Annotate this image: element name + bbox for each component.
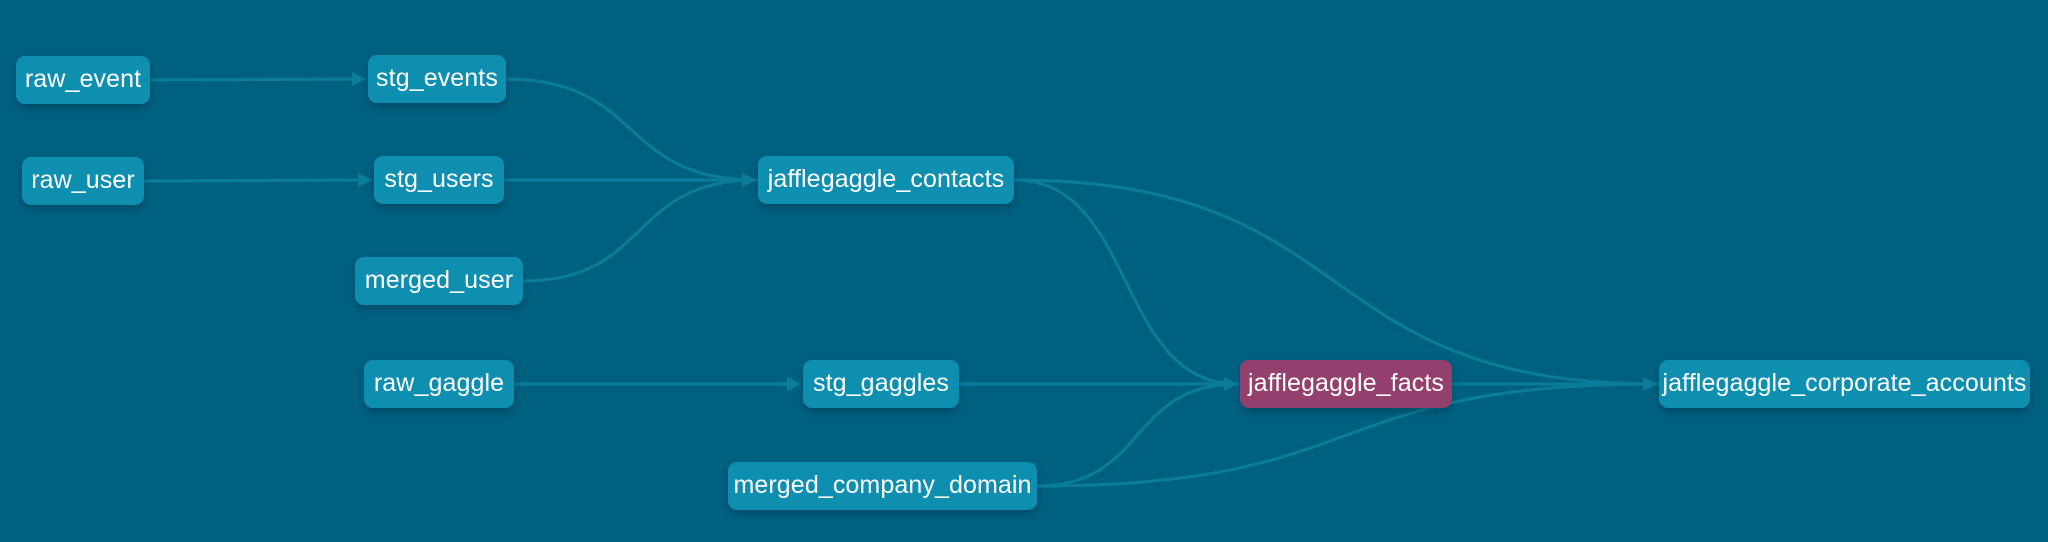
graph-edge-merged_company_domain-to-jafflegaggle_facts xyxy=(1035,382,1240,488)
graph-node-label: merged_company_domain xyxy=(733,470,1032,499)
graph-node-jafflegaggle_facts[interactable]: jafflegaggle_facts xyxy=(1240,360,1452,408)
graph-edge-arrowhead xyxy=(352,72,366,86)
graph-node-merged_company_domain[interactable]: merged_company_domain xyxy=(728,462,1037,510)
graph-node-jafflegaggle_corporate_accounts[interactable]: jafflegaggle_corporate_accounts xyxy=(1659,360,2030,408)
graph-node-raw_user[interactable]: raw_user xyxy=(22,157,144,205)
graph-edge-jafflegaggle_contacts-to-jafflegaggle_facts xyxy=(1012,178,1240,386)
graph-node-label: stg_events xyxy=(376,63,498,92)
graph-edge-jafflegaggle_contacts-to-jafflegaggle_corporate_accounts xyxy=(1012,178,1659,386)
graph-node-label: jafflegaggle_contacts xyxy=(767,164,1005,193)
graph-node-label: jafflegaggle_corporate_accounts xyxy=(1662,368,2027,397)
graph-node-label: stg_gaggles xyxy=(813,368,949,397)
graph-edge-raw_event-to-stg_events xyxy=(148,77,356,82)
graph-node-stg_events[interactable]: stg_events xyxy=(368,55,506,103)
graph-node-raw_event[interactable]: raw_event xyxy=(16,56,150,104)
graph-node-raw_gaggle[interactable]: raw_gaggle xyxy=(364,360,514,408)
graph-node-stg_gaggles[interactable]: stg_gaggles xyxy=(803,360,959,408)
graph-edge-arrowhead xyxy=(742,173,756,187)
graph-node-stg_users[interactable]: stg_users xyxy=(374,156,504,204)
graph-node-label: raw_user xyxy=(31,165,135,194)
graph-node-label: raw_gaggle xyxy=(373,368,505,397)
graph-edge-stg_events-to-jafflegaggle_contacts xyxy=(504,77,758,182)
graph-edge-merged_user-to-jafflegaggle_contacts xyxy=(521,178,758,283)
graph-node-merged_user[interactable]: merged_user xyxy=(355,257,523,305)
graph-edge-arrowhead xyxy=(787,377,801,391)
graph-node-jafflegaggle_contacts[interactable]: jafflegaggle_contacts xyxy=(758,156,1014,204)
graph-node-label: raw_event xyxy=(24,64,142,93)
graph-edge-raw_user-to-stg_users xyxy=(142,178,362,183)
graph-edge-arrowhead xyxy=(1643,377,1657,391)
graph-node-label: stg_users xyxy=(384,164,494,193)
graph-node-label: merged_user xyxy=(364,265,514,294)
graph-edge-arrowhead xyxy=(1224,377,1238,391)
graph-node-label: jafflegaggle_facts xyxy=(1248,368,1444,397)
graph-edge-arrowhead xyxy=(358,173,372,187)
